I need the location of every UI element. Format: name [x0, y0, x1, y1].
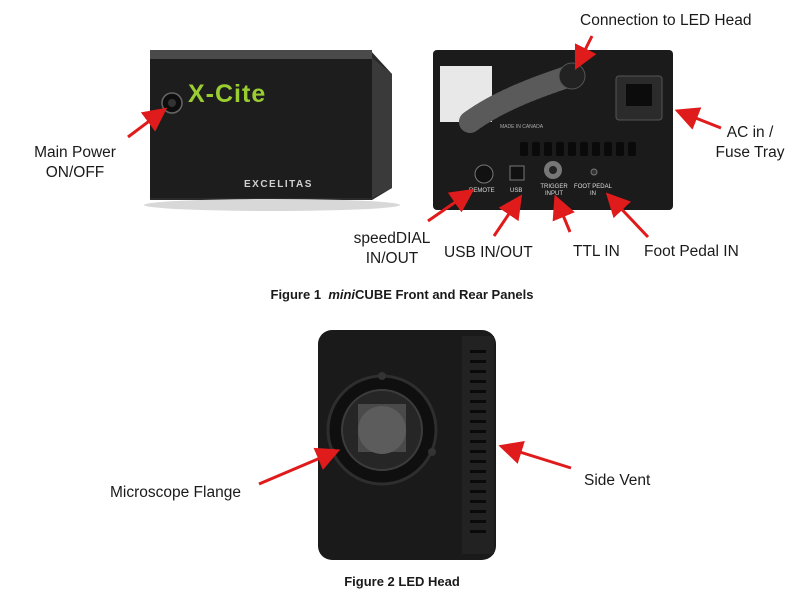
- callout-connection: Connection to LED Head: [580, 12, 752, 29]
- callout-main-power: Main Power ON/OFF: [26, 143, 124, 183]
- port-label-remote: REMOTE: [469, 188, 495, 194]
- arrow-ttl: [552, 194, 575, 233]
- arrow-speeddial: [427, 188, 475, 223]
- callout-speeddial: speedDIAL IN/OUT: [349, 229, 435, 269]
- arrow-connection: [574, 35, 597, 71]
- figure-1-caption: Figure 1 miniCUBE Front and Rear Panels: [0, 287, 804, 302]
- callout-main-power-line1: Main Power: [34, 144, 116, 161]
- callout-foot-pedal: Foot Pedal IN: [644, 243, 739, 260]
- arrow-foot-pedal: [605, 192, 650, 239]
- led-head: [318, 330, 496, 560]
- xcite-logo: X-Cite: [188, 80, 267, 108]
- callout-usb: USB IN/OUT: [444, 244, 533, 261]
- port-label-usb: USB: [510, 188, 523, 194]
- port-label-trigger: TRIGGER INPUT: [540, 184, 568, 197]
- port-label-foot-pedal: FOOT PEDAL IN: [574, 184, 612, 197]
- front-unit: [144, 50, 400, 211]
- figure-1-caption-prefix: Figure 1: [270, 287, 322, 302]
- made-in-label: MADE IN CANADA: [500, 124, 544, 130]
- callout-ttl: TTL IN: [573, 243, 620, 260]
- callout-ac-in-line2: Fuse Tray: [715, 144, 785, 161]
- callout-side-vent: Side Vent: [584, 472, 651, 489]
- arrow-flange: [258, 447, 341, 486]
- excelitas-logo: EXCELITAS: [244, 179, 313, 190]
- arrow-usb: [492, 194, 523, 237]
- rear-unit: [433, 50, 673, 210]
- callout-microscope-flange: Microscope Flange: [110, 484, 241, 501]
- figure-1-caption-italic: mini: [328, 287, 356, 302]
- callout-ac-in: AC in / Fuse Tray: [708, 123, 792, 163]
- callout-speeddial-line2: IN/OUT: [365, 250, 419, 267]
- arrow-side-vent: [498, 441, 572, 470]
- figure-2-caption: Figure 2 LED Head: [344, 574, 460, 589]
- callout-ac-in-line1: AC in /: [726, 124, 774, 141]
- callout-main-power-line2: ON/OFF: [45, 164, 105, 181]
- arrow-main-power: [127, 107, 168, 139]
- figure-1-caption-suffix: CUBE Front and Rear Panels: [355, 287, 534, 302]
- arrow-ac-in: [674, 107, 722, 130]
- callout-speeddial-line1: speedDIAL: [353, 230, 431, 247]
